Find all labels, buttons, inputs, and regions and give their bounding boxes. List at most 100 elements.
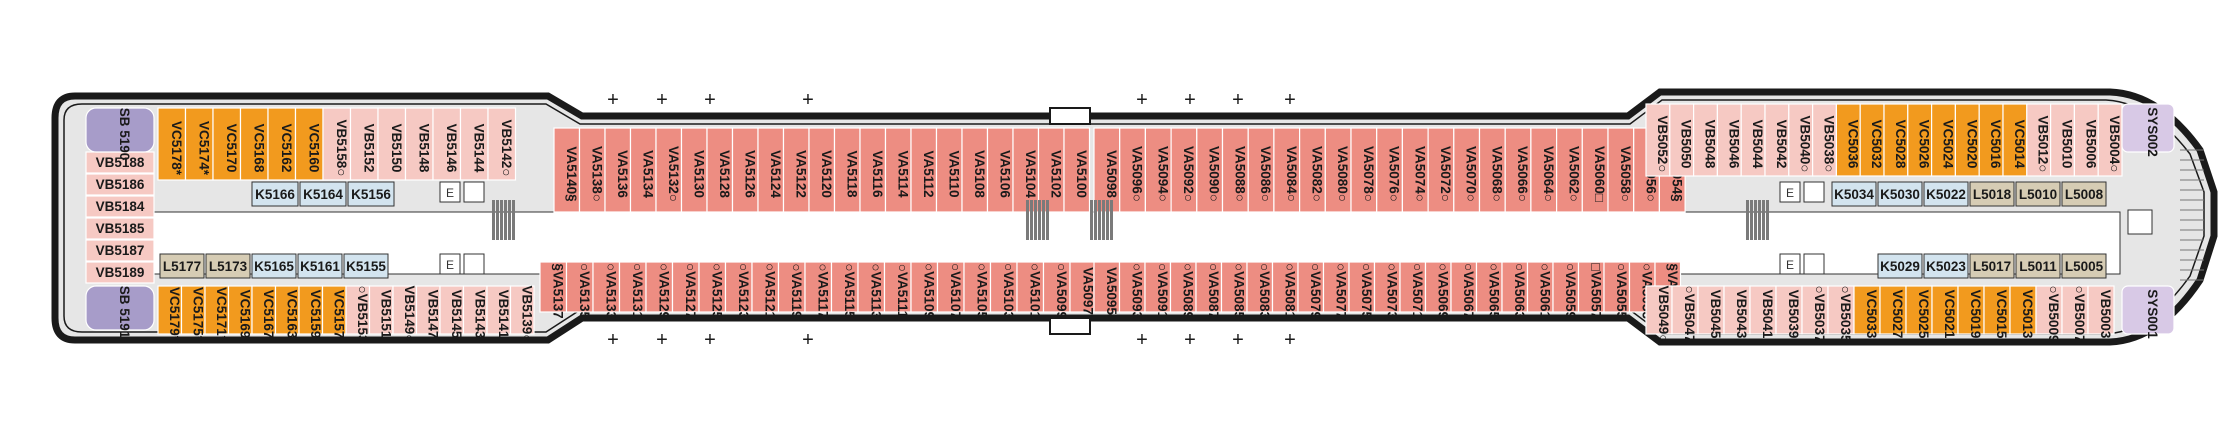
cabin-block[interactable] [85,173,155,196]
cabin-block[interactable] [1037,127,1065,213]
inner-cabin-block[interactable] [1969,181,2015,207]
cabin-VA5105[interactable]: ○VA5105 [963,261,992,319]
cabin-block[interactable] [629,127,657,213]
cabin-block[interactable] [777,261,806,313]
cabin-VA5085[interactable]: ○VA5085 [1220,261,1248,319]
cabin-VB5006[interactable]: VB5006 [2073,103,2099,177]
cabin-VB5003[interactable]: VB5003 [2087,285,2115,339]
cabin-VB5153[interactable]: ○VB5153 [345,285,371,343]
cabin-VA5091[interactable]: ○VA5091 [1144,261,1172,319]
cabin-block[interactable] [751,261,780,313]
cabin-block[interactable] [2087,285,2115,335]
cabin-VC5159[interactable]: VC5159 [298,285,324,338]
cabin-block[interactable] [1069,261,1098,313]
cabin-VB5189[interactable]: VB5189 [85,261,155,284]
cabin-VA5112[interactable]: VA5112 [910,127,938,213]
cabin-VA5088[interactable]: VA5088○ [1221,127,1249,213]
cabin-VB5052[interactable]: VB5052○ [1645,103,1671,177]
cabin-VA5136[interactable]: VA5136 [604,127,632,213]
cabin-block[interactable] [1144,127,1172,213]
inner-cabin-L5017[interactable]: L5017 [1969,253,2015,279]
cabin-VB5150[interactable]: VB5150 [377,107,407,181]
inner-cabin-block[interactable] [1969,253,2015,279]
cabin-VA5126[interactable]: VA5126 [731,127,759,213]
cabin-block[interactable] [1853,285,1881,335]
cabin-VA5077[interactable]: ○VA5077 [1322,261,1350,319]
cabin-block[interactable] [1501,261,1529,313]
cabin-block[interactable] [1012,127,1040,213]
inner-cabin-K5034[interactable]: K5034 [1831,181,1877,207]
cabin-block[interactable] [1905,285,1933,335]
cabin-VB5004[interactable]: VB5004○ [2097,103,2123,177]
cabin-block[interactable] [1749,285,1777,335]
inner-cabin-block[interactable] [343,253,389,279]
cabin-VA5135[interactable]: ○VA5135 [565,261,594,319]
cabin-VB5035[interactable]: ○VB5035 [1827,285,1855,343]
cabin-VB5145[interactable]: VB5145 [439,285,465,339]
cabin-VA5108[interactable]: VA5108 [961,127,989,213]
cabin-VB5149[interactable]: VB5149○ [392,285,418,343]
inner-cabin-K5155[interactable]: K5155 [343,253,389,279]
cabin-VB5139[interactable]: VB5139○ [509,285,535,343]
cabin-VA5128[interactable]: VA5128 [706,127,734,213]
cabin-VB5046[interactable]: VB5046 [1716,103,1742,177]
cabin-block[interactable] [645,261,674,313]
cabin-block[interactable] [1195,261,1223,313]
cabin-block[interactable] [184,107,214,181]
cabin-VA5078[interactable]: VA5078○ [1350,127,1378,213]
suite-block[interactable] [85,285,155,331]
cabin-VA5080[interactable]: VA5080○ [1324,127,1352,213]
cabin-block[interactable] [1221,127,1249,213]
cabin-VA5069[interactable]: ○VA5069 [1424,261,1452,319]
cabin-block[interactable] [1322,261,1350,313]
cabin-VB5184[interactable]: VB5184 [85,195,155,218]
cabin-VA5119[interactable]: ○VA5119 [777,261,806,319]
cabin-block[interactable] [961,127,989,213]
cabin-block[interactable] [553,127,581,213]
cabin-block[interactable] [655,127,683,213]
cabin-VB5050[interactable]: VB5050 [1669,103,1695,177]
cabin-block[interactable] [322,107,352,181]
cabin-VB5007[interactable]: ○VB5007 [2061,285,2089,343]
cabin-block[interactable] [1775,285,1803,335]
cabin-VA5131[interactable]: ○VA5131 [618,261,647,319]
cabin-VB5040[interactable]: VB5040○ [1788,103,1814,177]
cabin-block[interactable] [1324,127,1352,213]
cabin-VB5041[interactable]: VB5041 [1749,285,1777,339]
cabin-block[interactable] [680,127,708,213]
cabin-VA5138[interactable]: VA5138○ [578,127,606,213]
cabin-VA5081[interactable]: ○VA5081 [1271,261,1299,319]
cabin-block[interactable] [935,127,963,213]
cabin-block[interactable] [830,261,859,313]
cabin-block[interactable] [1119,127,1146,213]
cabin-VC5175[interactable]: VC5175* [180,285,206,342]
cabin-VC5170[interactable]: VC5170 [212,107,242,181]
cabin-VB5148[interactable]: VB5148 [404,107,434,181]
cabin-block[interactable] [989,261,1018,313]
inner-cabin-K5161[interactable]: K5161 [297,253,343,279]
cabin-VA5086[interactable]: VA5086○ [1247,127,1275,213]
cabin-VA5061[interactable]: ○VA5061 [1526,261,1554,319]
suite-SB5191[interactable]: SB 5191 [85,285,155,339]
cabin-VA5094[interactable]: VA5094○ [1144,127,1172,213]
cabin-VA5129[interactable]: ○VA5129 [645,261,674,319]
cabin-VA5084[interactable]: VA5084○ [1273,127,1301,213]
cabin-VB5141[interactable]: VB5141 [486,285,512,339]
cabin-VC5015[interactable]: VC5015 [1983,285,2011,339]
cabin-VB5146[interactable]: VB5146 [432,107,462,181]
inner-cabin-L5177[interactable]: L5177 [159,253,205,279]
cabin-VA5120[interactable]: VA5120 [808,127,836,213]
cabin-block[interactable] [1801,285,1829,335]
cabin-VA5109[interactable]: ○VA5109 [910,261,939,319]
suite-block[interactable] [85,107,155,153]
cabin-VC5021[interactable]: VC5021 [1931,285,1959,339]
cabin-block[interactable] [859,127,887,213]
cabin-block[interactable] [2035,285,2063,335]
cabin-block[interactable] [239,107,269,181]
cabin-VB5010[interactable]: VB5010 [2050,103,2076,177]
cabin-VA5092[interactable]: VA5092○ [1170,127,1198,213]
cabin-block[interactable] [1350,127,1378,213]
cabin-VA5076[interactable]: VA5076○ [1376,127,1403,213]
cabin-VC5157[interactable]: VC5157 [321,285,347,338]
cabin-block[interactable] [1504,127,1532,213]
